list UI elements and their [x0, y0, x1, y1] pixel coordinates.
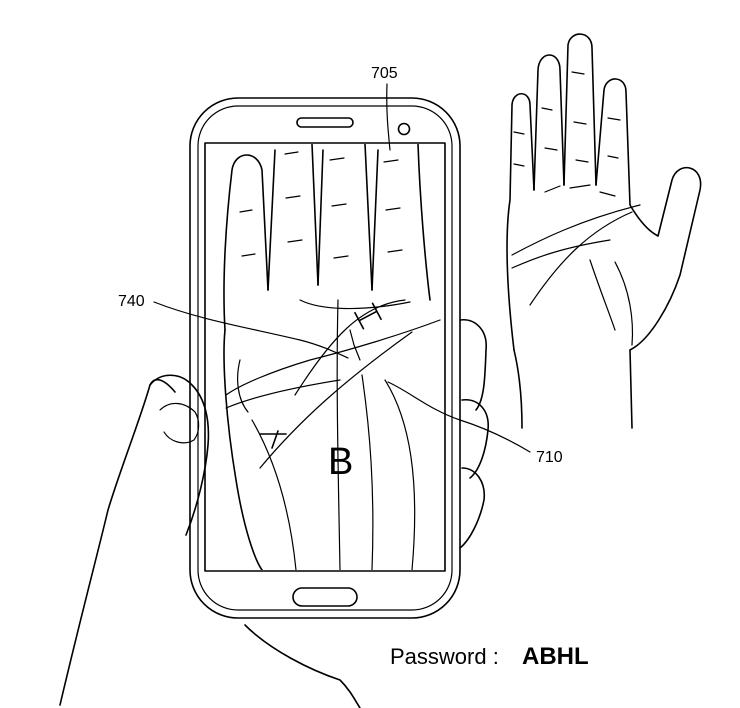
phone-speaker: [296, 117, 354, 128]
password-value: ABHL: [522, 643, 589, 670]
smartphone: [189, 97, 461, 619]
right-hand-drawing: [506, 33, 702, 429]
phone-screen: [204, 142, 446, 572]
phone-home-button: [292, 587, 358, 607]
phone-camera: [397, 122, 411, 136]
password-label: Password :: [390, 644, 499, 669]
letter-b: B: [328, 441, 353, 483]
letter-h-mark: [354, 302, 382, 330]
svg-text:705: 705: [371, 65, 398, 82]
label-705: 705: [371, 65, 398, 151]
label-740: 740: [118, 293, 349, 359]
palm-on-screen: [223, 144, 441, 570]
letter-a-mark: [259, 430, 287, 449]
svg-text:710: 710: [536, 449, 563, 466]
label-710: 710: [387, 381, 563, 466]
password-caption: Password : ABHL: [390, 643, 589, 670]
svg-text:740: 740: [118, 293, 145, 310]
